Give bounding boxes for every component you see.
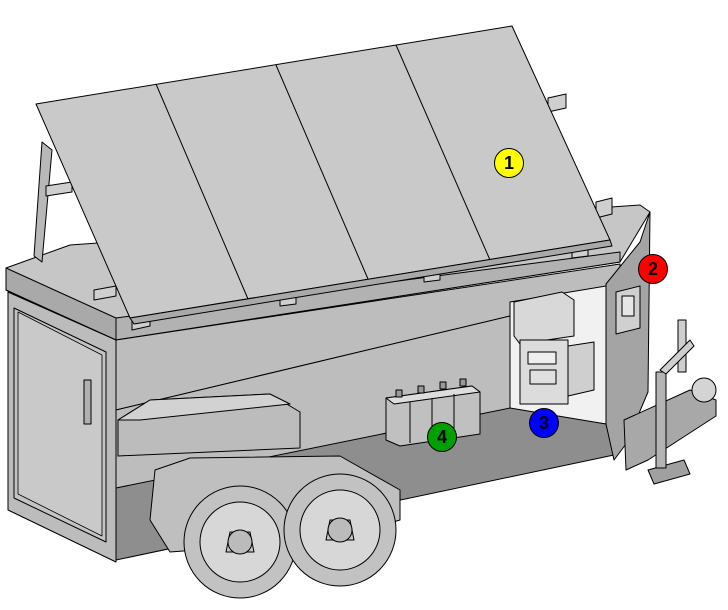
wheel-rear[interactable] xyxy=(183,485,297,599)
trailer-end-wall xyxy=(7,291,117,563)
marker-3[interactable]: 3 xyxy=(529,408,559,438)
inverter-unit xyxy=(513,291,595,405)
wheel-front[interactable] xyxy=(283,473,397,587)
marker-1[interactable]: 1 xyxy=(494,148,524,178)
marker-2[interactable]: 2 xyxy=(638,254,668,284)
door-handle[interactable] xyxy=(83,379,92,425)
battery-bank xyxy=(385,378,481,447)
electrical-box xyxy=(615,285,641,335)
solar-panel-array xyxy=(35,25,613,325)
marker-4[interactable]: 4 xyxy=(427,422,457,452)
hitch-tongue xyxy=(623,319,717,485)
